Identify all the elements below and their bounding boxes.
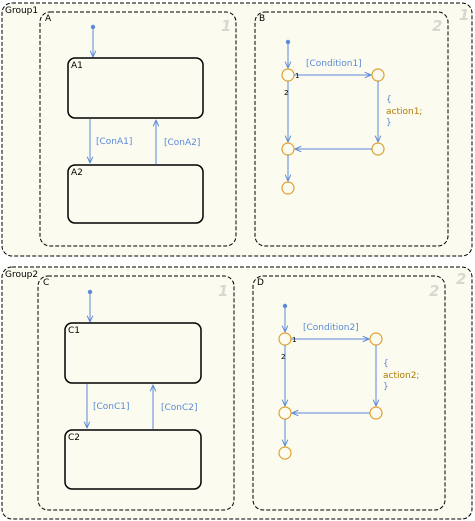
junction-top-right[interactable] [371, 68, 385, 82]
order-label-1: 1 [295, 72, 299, 80]
condition-cona1: [ConA1] [96, 137, 132, 147]
action-close-brace: } [386, 118, 392, 128]
state-c1-label: C1 [68, 326, 80, 336]
condition-conc2: [ConC2] [161, 403, 198, 413]
action-body: action2; [383, 371, 419, 381]
default-transition-dot [285, 39, 291, 45]
subchart-d[interactable]: D 2 [Condition2] 1 { action2; } 2 [252, 275, 446, 511]
state-c2-label: C2 [68, 433, 80, 443]
action-close-brace: } [383, 382, 389, 392]
junction-top-left[interactable] [281, 68, 295, 82]
state-a2[interactable] [67, 164, 204, 224]
subchart-a-order-number: 1 [221, 17, 231, 35]
subchart-b-label: B [259, 14, 265, 24]
default-transition-dot [282, 303, 288, 309]
order-label-2: 2 [284, 89, 288, 97]
action-body: action1; [386, 107, 422, 117]
subchart-c[interactable]: C 1 C1 C2 [ConC1] [ConC2] [37, 275, 235, 511]
subchart-a-label: A [45, 14, 52, 24]
default-transition-dot [90, 24, 96, 30]
action-open-brace: { [383, 359, 389, 369]
subchart-c-order-number: 1 [218, 282, 228, 300]
junction-top-right[interactable] [369, 332, 383, 346]
condition-conc1: [ConC1] [93, 402, 130, 412]
condition-cona2: [ConA2] [164, 138, 200, 148]
action-open-brace: { [386, 95, 392, 105]
state-a2-label: A2 [71, 168, 83, 178]
condition-text: [Condition2] [303, 323, 359, 333]
junction-top-left[interactable] [278, 332, 292, 346]
subchart-b-order-number: 2 [432, 17, 442, 35]
group-1-label: Group1 [5, 6, 38, 16]
subchart-b-box[interactable] [254, 11, 449, 247]
subchart-d-order-number: 2 [429, 282, 439, 300]
junction-bottom-right[interactable] [369, 406, 383, 420]
subchart-d-box[interactable] [252, 275, 446, 511]
junction-bottom-left[interactable] [278, 406, 292, 420]
group-1-order-number: 1 [459, 6, 469, 24]
condition-text: [Condition1] [306, 59, 362, 69]
state-a1-label: A1 [71, 61, 83, 71]
subchart-d-label: D [257, 278, 264, 288]
junction-bottom-left[interactable] [281, 142, 295, 156]
order-label-1: 1 [292, 336, 296, 344]
subchart-b[interactable]: B 2 [Condition1] 1 { action1; } 2 [254, 11, 449, 247]
junction-terminal[interactable] [281, 181, 295, 195]
order-label-2: 2 [281, 353, 285, 361]
default-transition-dot [87, 289, 93, 295]
state-c1[interactable] [64, 322, 202, 384]
state-c2[interactable] [64, 429, 202, 490]
junction-bottom-right[interactable] [371, 142, 385, 156]
state-a1[interactable] [67, 57, 204, 119]
junction-terminal[interactable] [278, 446, 292, 460]
subchart-c-label: C [43, 278, 49, 288]
group-2-order-number: 2 [456, 270, 466, 288]
group-2-label: Group2 [5, 270, 38, 280]
subchart-a[interactable]: A 1 A1 A2 [ConA1] [ConA2] [39, 11, 237, 247]
